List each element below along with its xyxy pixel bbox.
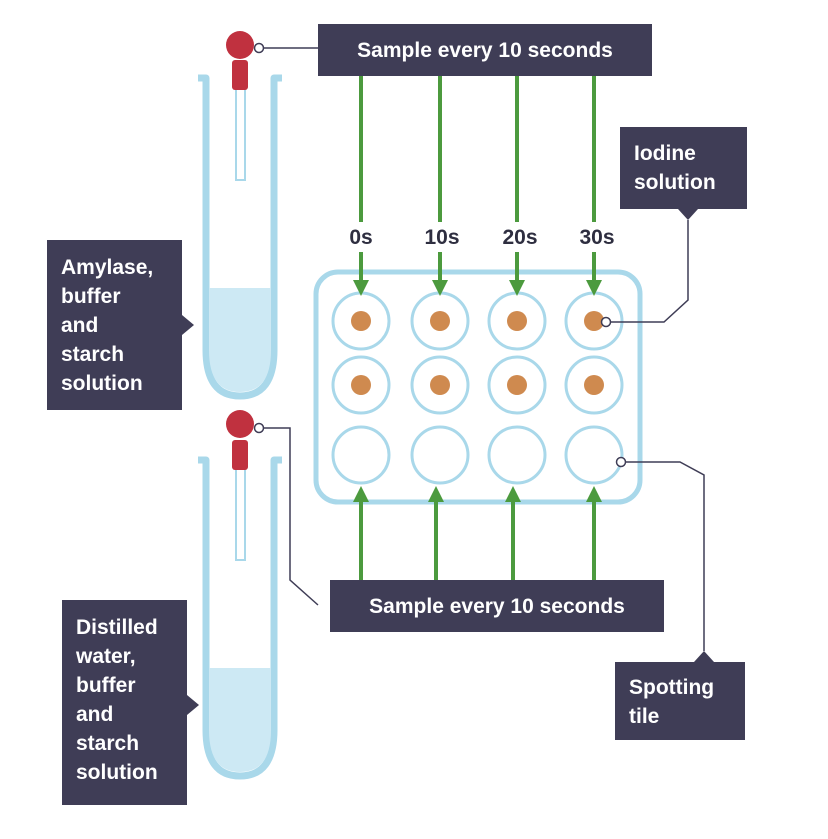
bottom-sample-label: Sample every 10 seconds (330, 580, 664, 632)
top-sample-arrows (353, 76, 602, 296)
amylase-line-0: Amylase, (61, 256, 153, 279)
test-tube-top-liquid (209, 288, 271, 392)
amylase-line-4: solution (61, 372, 143, 395)
bottom-sample-text: Sample every 10 seconds (369, 595, 625, 618)
svg-text:Distilled water, b: Distilled water, buffer and starch solut… (75, 616, 164, 784)
distilled-line-1: water, (75, 645, 136, 668)
time-label-1: 10s (424, 226, 459, 249)
iodine-spot-r0-c1 (430, 311, 450, 331)
distilled-line-3: and (76, 703, 113, 726)
iodine-spot-r0-c0 (351, 311, 371, 331)
test-tube-top-glass (198, 74, 282, 400)
distilled-line-2: buffer (76, 674, 136, 697)
pipette-bottom-bulb (226, 410, 254, 438)
test-tube-top (198, 74, 282, 400)
svg-text:Amylase, buffer an: Amylase, buffer and starch solution (61, 256, 159, 395)
iodine-line-1: solution (634, 171, 716, 194)
spotting-tile (313, 269, 643, 505)
pipette-bottom (226, 410, 319, 606)
well-r2-c3 (564, 425, 624, 485)
time-label-3: 30s (579, 226, 614, 249)
amylase-line-3: starch (61, 343, 124, 366)
iodine-spot-r1-c0 (351, 375, 371, 395)
spotting-line-0: Spotting (629, 676, 714, 699)
test-tube-bottom-glass (198, 456, 282, 780)
iodine-spot-r1-c2 (507, 375, 527, 395)
test-tube-bottom (198, 456, 282, 780)
iodine-spot-r1-c3 (584, 375, 604, 395)
well-r2-c2 (487, 425, 547, 485)
wells-layer (331, 291, 624, 485)
svg-text:Iodine solution: Iodine solution (634, 142, 716, 194)
amylase-line-2: and (61, 314, 98, 337)
amylase-line-1: buffer (61, 285, 121, 308)
svg-text:Spotting tile: Spotting tile (629, 676, 720, 728)
iodine-spot-r0-c2 (507, 311, 527, 331)
iodine-line-0: Iodine (634, 142, 696, 165)
amylase-tube-label: Amylase, buffer and starch solution (47, 240, 194, 410)
time-label-0: 0s (349, 226, 372, 249)
spotting-line-1: tile (629, 705, 659, 728)
well-r2-c1 (410, 425, 470, 485)
pipette-top (226, 31, 318, 181)
bottom-sample-arrows (353, 486, 602, 580)
iodine-label: Iodine solution (600, 127, 747, 328)
distilled-line-0: Distilled (76, 616, 158, 639)
distilled-line-5: solution (76, 761, 158, 784)
iodine-spot-r1-c1 (430, 375, 450, 395)
distilled-tube-label: Distilled water, buffer and starch solut… (62, 600, 199, 805)
top-sample-label: Sample every 10 seconds (318, 24, 652, 76)
distilled-line-4: starch (76, 732, 139, 755)
top-sample-text: Sample every 10 seconds (357, 39, 613, 62)
pipette-top-bulb (226, 31, 254, 59)
well-r2-c0 (331, 425, 391, 485)
time-label-2: 20s (502, 226, 537, 249)
iodine-spot-r0-c3 (584, 311, 604, 331)
test-tube-bottom-liquid (209, 668, 271, 772)
spotting-tile-label: Spotting tile (615, 456, 745, 740)
